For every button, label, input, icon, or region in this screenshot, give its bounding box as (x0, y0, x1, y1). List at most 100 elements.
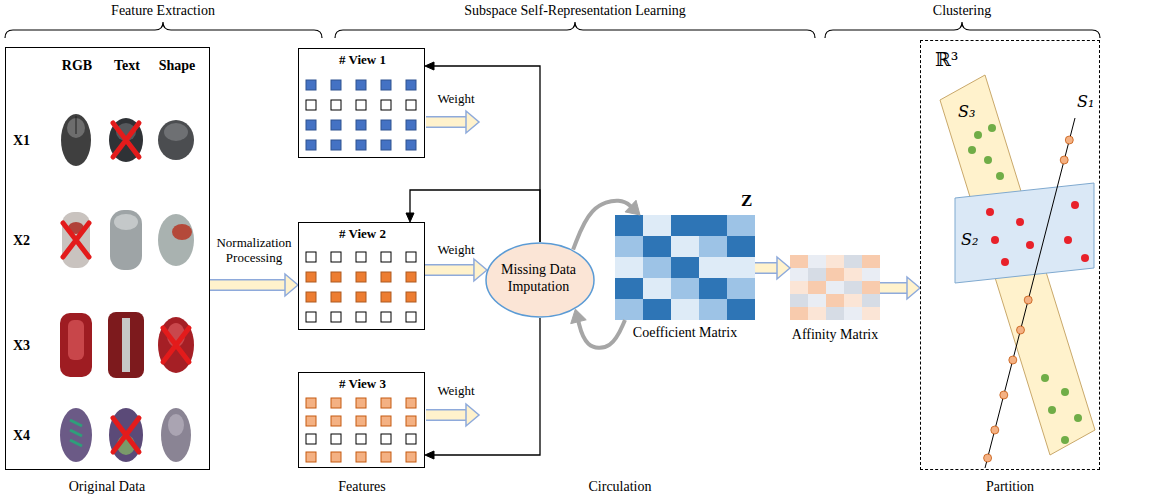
subspace-plot (955, 183, 1094, 283)
space-symbol: ℝ³ (935, 49, 958, 71)
coefficient-cells (727, 257, 755, 278)
data-panel: RGBTextShapeX1X2X3X4 (5, 47, 210, 470)
subspace-plot (985, 118, 1075, 468)
arrow-head (777, 257, 790, 279)
subspace-plot (984, 156, 992, 164)
subspace-label: S₁ (1077, 93, 1094, 111)
coefficient-cells (615, 215, 755, 320)
feature-squares (306, 272, 416, 282)
affinity-cells (862, 294, 880, 307)
subspace-plot (1009, 356, 1017, 364)
object-photo (172, 224, 192, 240)
affinity-matrix: Affinity Matrix (790, 255, 880, 320)
coefficient-cells (699, 278, 727, 299)
connector-line (880, 282, 909, 294)
subspace-plot (1071, 201, 1079, 209)
arrow-head (285, 274, 298, 296)
subspace-plot (1024, 296, 1032, 304)
affinity-cells (808, 268, 826, 281)
coefficient-cells (671, 236, 699, 257)
coefficient-cells (615, 215, 643, 236)
missing-cross (113, 123, 139, 157)
object-photo (158, 317, 194, 373)
connector-line (425, 266, 476, 275)
connector (406, 190, 540, 242)
connector (425, 318, 540, 459)
imputation-ellipse: Missing Data Imputation (485, 242, 595, 318)
coefficient-cells (671, 278, 699, 299)
connector-line (433, 66, 540, 242)
object-photo (158, 214, 194, 266)
matrix-symbol: Z (741, 191, 752, 211)
coefficient-cells (699, 236, 727, 257)
arrow-head (625, 200, 640, 215)
object-photo (62, 212, 90, 268)
column-header: Shape (159, 58, 196, 74)
affinity-cells (790, 281, 808, 294)
affinity-cells (844, 255, 862, 268)
subspace-plot (986, 201, 1089, 266)
subspace-plot (1048, 406, 1056, 414)
coefficient-cells (643, 299, 671, 320)
subspace-label: S₂ (961, 231, 978, 249)
connector (755, 257, 790, 279)
arrow-head (425, 451, 434, 459)
section-brace (825, 22, 1100, 38)
coefficient-cells (699, 215, 727, 236)
section-brace (5, 22, 1100, 38)
coefficient-cells (643, 236, 671, 257)
weight-arrow (426, 118, 468, 127)
connector-line (433, 318, 540, 455)
affinity-cells (808, 281, 826, 294)
view-title: # View 1 (339, 53, 386, 68)
affinity-cells (826, 255, 844, 268)
coefficient-cells (727, 215, 755, 236)
view-box: # View 1 (298, 48, 425, 158)
affinity-cells (790, 268, 808, 281)
subspace-plot (1074, 414, 1082, 422)
feature-squares (306, 140, 416, 150)
figure-label: Circulation (589, 479, 652, 495)
connector (571, 309, 625, 348)
object-photo (60, 114, 194, 462)
missing-cross (163, 328, 189, 362)
subspace-plot (1065, 136, 1073, 144)
subspace-plot (988, 124, 996, 132)
subspace-plot (996, 172, 1004, 180)
figure-label: Original Data (69, 479, 146, 495)
affinity-cells (862, 281, 880, 294)
weight-arrow (466, 111, 479, 133)
missing-cross (63, 223, 89, 257)
object-photo (109, 118, 143, 162)
feature-squares (306, 452, 416, 462)
row-label: X2 (13, 233, 30, 249)
feature-squares (306, 100, 416, 110)
figure-label: Feature Extraction (111, 3, 215, 19)
connector-line (573, 201, 632, 250)
view-title: # View 3 (339, 377, 386, 392)
feature-squares (306, 398, 416, 408)
view-box: # View 3 (298, 372, 425, 468)
affinity-cells (790, 255, 880, 320)
subspace-plot (1060, 156, 1068, 164)
subspace-plot (940, 75, 1095, 468)
object-photo (109, 408, 143, 462)
affinity-cells (844, 307, 862, 320)
object-photo (158, 120, 194, 160)
subspace-plot (1026, 241, 1034, 249)
subspace-plot (1000, 391, 1008, 399)
object-photo (110, 210, 142, 270)
affinity-cells (808, 255, 826, 268)
object-photo (61, 114, 91, 166)
subspace-plot (1061, 436, 1069, 444)
coefficient-matrix: ZCoefficient Matrix (615, 215, 755, 320)
subspace-plot (1041, 374, 1049, 382)
connector-line (210, 279, 287, 291)
object-photo (60, 313, 92, 377)
feature-squares (306, 312, 416, 322)
